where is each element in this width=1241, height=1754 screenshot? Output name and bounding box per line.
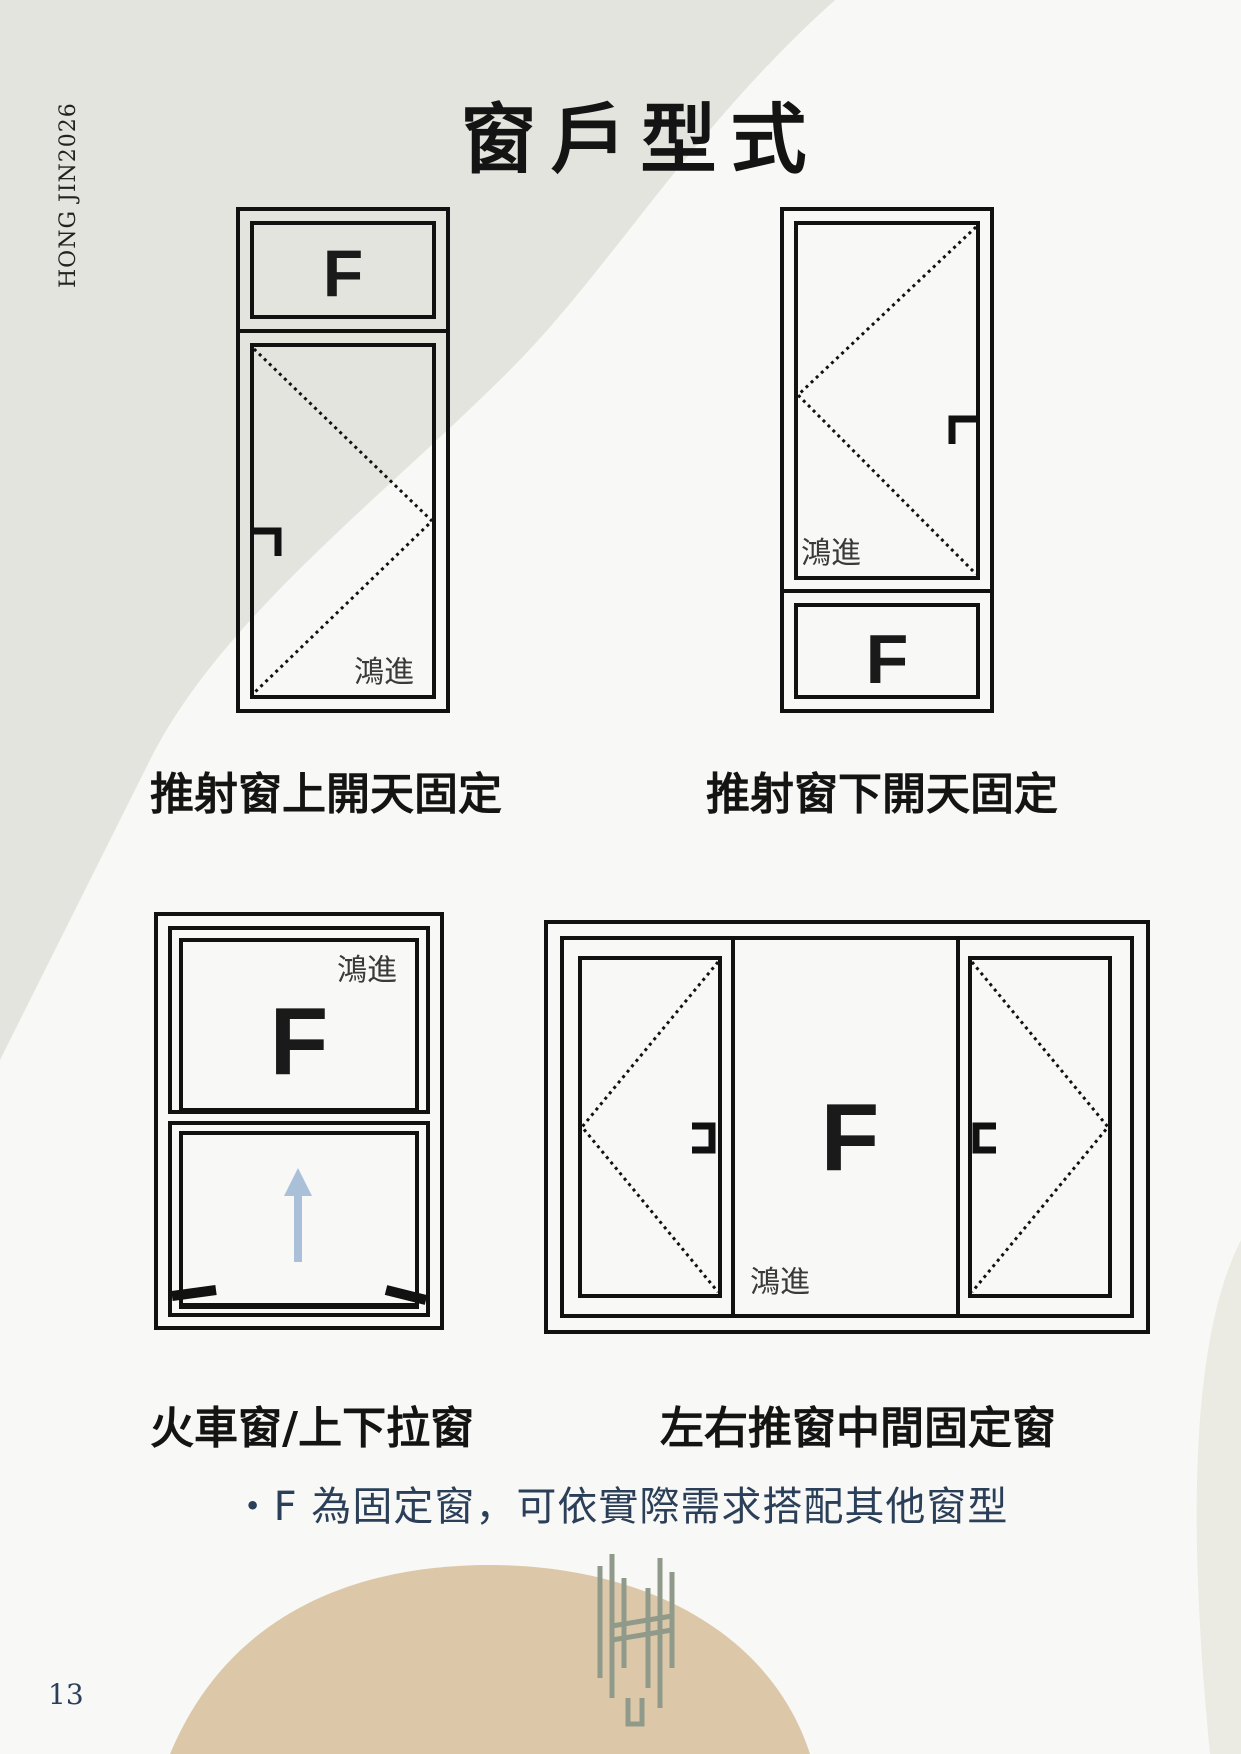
caption-casement-fixed-top: 推射窗上開天固定 — [150, 769, 502, 820]
fixed-label-1: F — [323, 236, 363, 310]
page-number: 13 — [48, 1678, 84, 1711]
caption-double-casement: 左右推窗中間固定窗 — [660, 1403, 1056, 1454]
hj-logo — [597, 1554, 675, 1727]
maker-label-4: 鴻進 — [750, 1265, 810, 1300]
diagram-single-hung — [154, 912, 444, 1330]
sage-shape — [0, 0, 835, 1060]
maker-label-3: 鴻進 — [337, 953, 397, 988]
fixed-label-3: F — [270, 988, 329, 1095]
fixed-label-2: F — [866, 620, 909, 698]
maker-label-2: 鴻進 — [801, 536, 861, 571]
right-edge-shape — [1196, 1240, 1241, 1754]
caption-casement-fixed-bottom: 推射窗下開天固定 — [706, 769, 1058, 820]
diagram-casement-fixed-bottom — [780, 207, 994, 713]
maker-label-1: 鴻進 — [354, 655, 414, 690]
diagram-casement-fixed-top — [236, 207, 450, 713]
fixed-window-note: ・F 為固定窗，可依實際需求搭配其他窗型 — [232, 1484, 1009, 1530]
caption-single-hung: 火車窗/上下拉窗 — [150, 1403, 475, 1454]
fixed-label-4: F — [821, 1084, 880, 1191]
diagram-double-casement-fixed-center — [544, 920, 1150, 1334]
up-arrow-icon — [284, 1168, 312, 1262]
page-title: 窗戶型式 — [460, 95, 821, 184]
